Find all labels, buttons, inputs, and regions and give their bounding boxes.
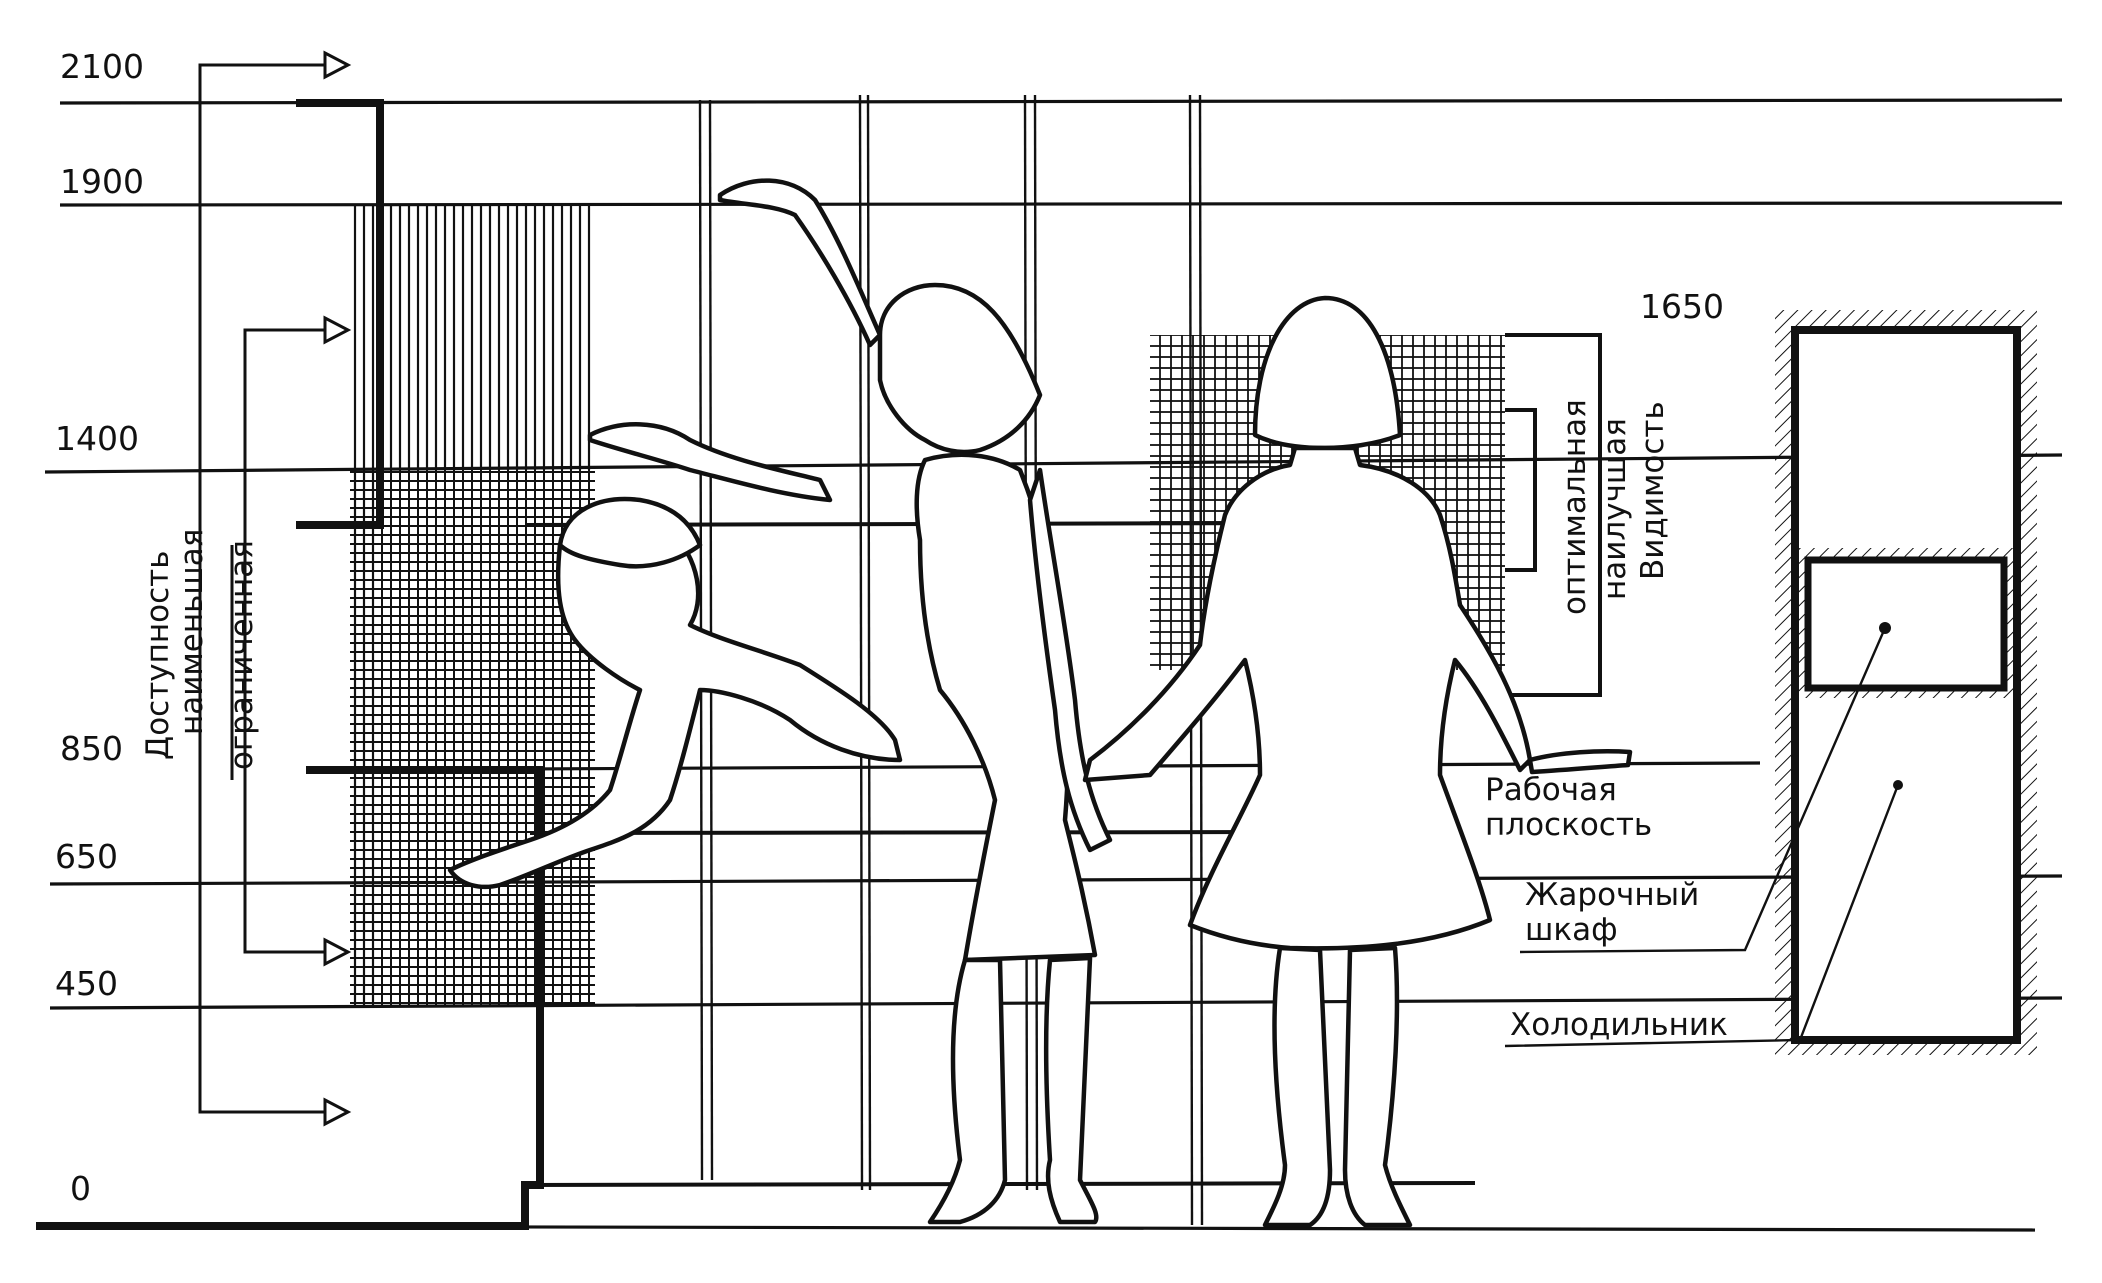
reach-label-least: наименьшая	[174, 529, 210, 735]
line-2100	[59, 98, 2063, 105]
appliance-column	[1775, 310, 2037, 1055]
figure-reaching-legs	[927, 955, 1099, 1225]
label-850: 850	[60, 729, 123, 768]
visibility-bracket-inner	[1505, 408, 1537, 572]
callout-labels: Рабочая плоскость Жарочный шкаф Холодиль…	[1485, 772, 1728, 1043]
oven-window	[1804, 556, 2008, 692]
visibility-label-visibility: Видимость	[1635, 401, 1671, 580]
work-surface-label-2: плоскость	[1485, 807, 1652, 843]
figure-standing	[1082, 295, 1633, 1228]
label-1400: 1400	[55, 419, 139, 458]
label-650: 650	[55, 837, 118, 876]
reach-zone-side-hatch	[350, 205, 380, 1005]
figure-bending-hair	[557, 496, 703, 569]
label-1900: 1900	[60, 162, 144, 201]
figure-bending	[447, 496, 903, 890]
reach-zone-optimal-hatch	[350, 470, 595, 1005]
figure-reaching-hair	[877, 282, 1043, 455]
reach-bracket-outer	[198, 63, 325, 1114]
figure-reaching	[587, 178, 1113, 1225]
figure-standing-legs	[1262, 945, 1413, 1228]
visibility-labels: оптимальная наилучшая Видимость	[1557, 399, 1671, 615]
reach-labels: Доступность наименьшая ограниченная	[140, 529, 260, 780]
fridge-leader	[1504, 784, 1900, 1048]
reach-label-accessibility: Доступность	[140, 550, 176, 760]
oven-label-2: шкаф	[1525, 912, 1618, 948]
line-1400	[44, 453, 2063, 474]
label-2100: 2100	[60, 47, 144, 86]
work-surface-label-1: Рабочая	[1485, 772, 1617, 808]
visibility-label-best: наилучшая	[1597, 418, 1633, 600]
line-1900	[59, 201, 2063, 207]
arrow-bottom-outer	[323, 1097, 352, 1127]
figure-standing-hair	[1252, 295, 1403, 451]
figure-bending-body	[447, 513, 903, 890]
counter-profile	[36, 99, 544, 1230]
label-0: 0	[70, 1169, 91, 1208]
oven-leader	[1519, 627, 1887, 954]
line-mid-2	[529, 830, 1311, 835]
reach-bracket-inner	[243, 328, 325, 954]
visibility-brackets	[1505, 333, 1602, 697]
oven-label-1: Жарочный	[1525, 877, 1699, 913]
arrow-top-outer	[323, 50, 352, 80]
figure-reaching-lower-arm	[1027, 467, 1113, 853]
visibility-label-optimal: оптимальная	[1557, 399, 1593, 615]
label-450: 450	[55, 964, 118, 1003]
arrow-bottom-inner	[323, 937, 352, 967]
height-labels: 2100 1900 1650 1400 850 650 450 0	[55, 47, 1724, 1208]
fridge-label: Холодильник	[1510, 1007, 1728, 1043]
leader-lines	[1504, 627, 1900, 1048]
visibility-bracket-outer	[1505, 333, 1602, 697]
figure-reaching-extended-arm	[587, 422, 833, 503]
label-1650: 1650	[1640, 287, 1724, 326]
figure-standing-right-hand	[1527, 749, 1633, 775]
arrow-top-inner	[323, 315, 352, 345]
reach-label-limited: ограниченная	[224, 540, 260, 770]
reach-zone-upper-hatch	[380, 205, 595, 470]
reach-brackets	[198, 50, 352, 1127]
